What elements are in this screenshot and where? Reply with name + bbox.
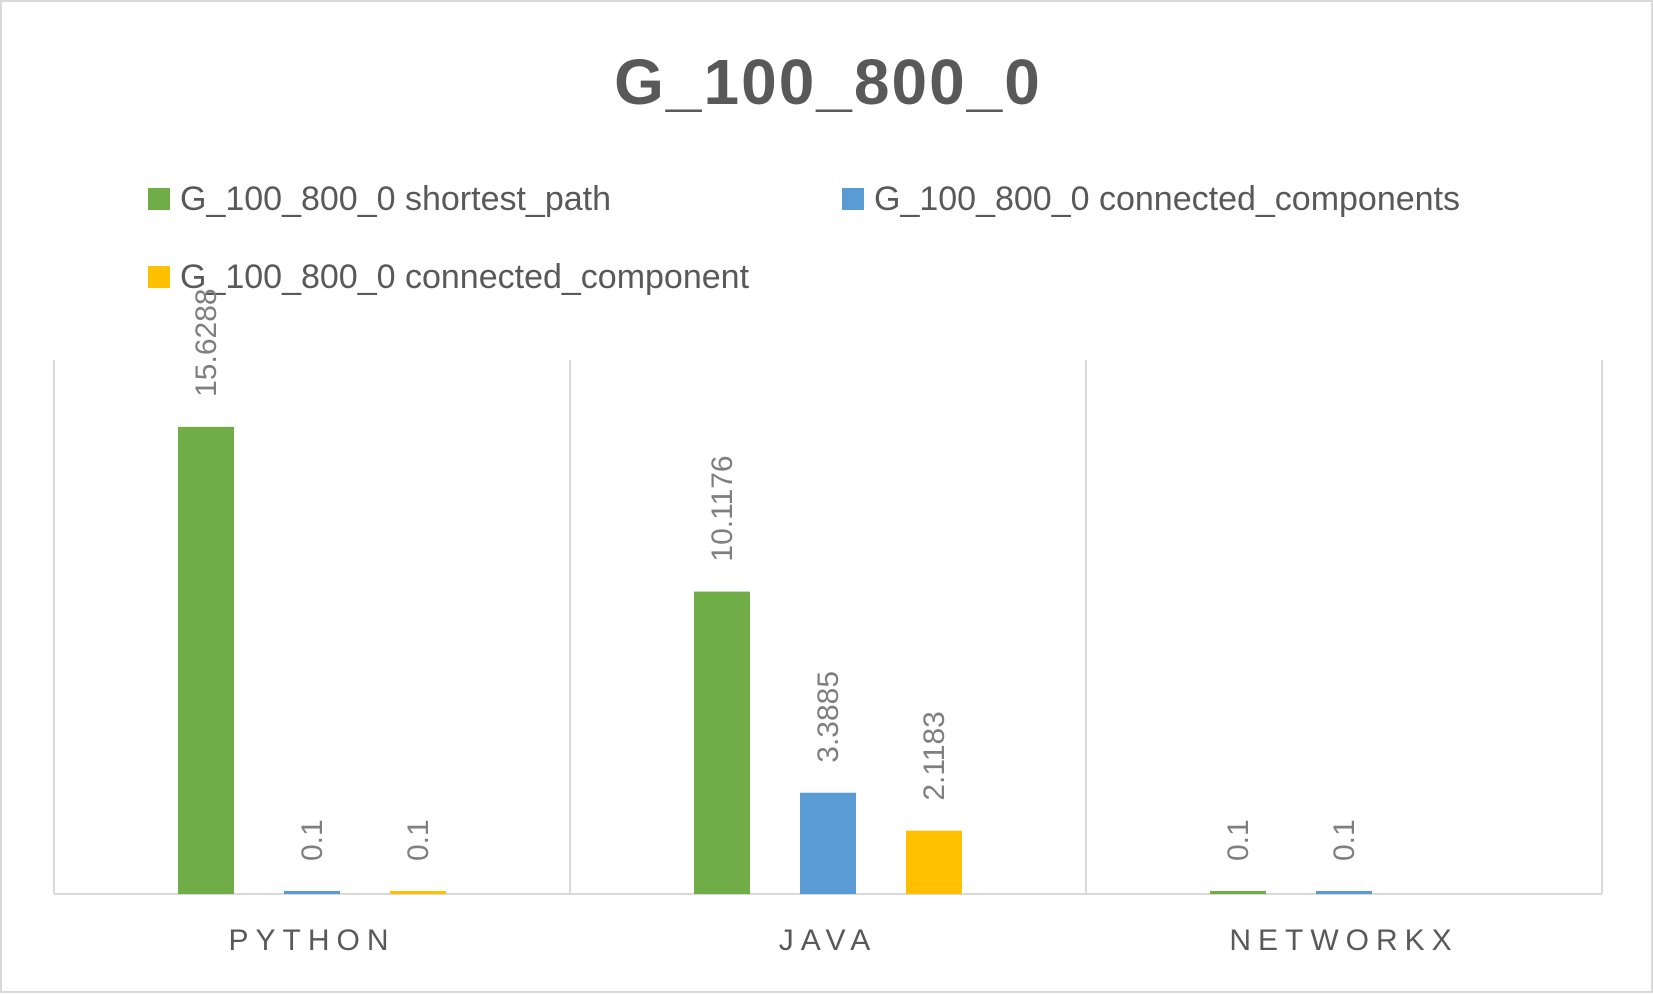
- data-label-python-g-100-800-0-connected-component: 0.1: [402, 819, 435, 861]
- data-label-java-g-100-800-0-connected-components: 3.3885: [812, 671, 845, 763]
- data-label-java-g-100-800-0-connected-component: 2.1183: [918, 711, 951, 801]
- category-label-java: JAVA: [779, 924, 878, 957]
- legend-label-shortest-path: G_100_800_0 shortest_path: [180, 180, 611, 218]
- legend-item-shortest-path: G_100_800_0 shortest_path: [148, 180, 611, 218]
- bar-python-g-100-800-0-connected-component: [390, 891, 446, 894]
- legend-label-connected-component: G_100_800_0 connected_component: [180, 258, 750, 296]
- bar-networkx-g-100-800-0-shortest-path: [1210, 891, 1266, 894]
- legend-label-connected-components: G_100_800_0 connected_components: [874, 180, 1460, 218]
- legend-item-connected-component: G_100_800_0 connected_component: [148, 258, 750, 296]
- legend: G_100_800_0 shortest_path G_100_800_0 co…: [148, 180, 1460, 296]
- bar-python-g-100-800-0-connected-components: [284, 891, 340, 894]
- bar-java-g-100-800-0-connected-components: [800, 792, 856, 894]
- legend-swatch-connected-components: [842, 188, 864, 210]
- bar-python-g-100-800-0-shortest-path: [178, 426, 234, 894]
- legend-swatch-connected-component: [148, 266, 170, 288]
- bar-java-g-100-800-0-shortest-path: [694, 591, 750, 894]
- bar-networkx-g-100-800-0-connected-components: [1316, 891, 1372, 894]
- category-label-python: PYTHON: [228, 924, 395, 957]
- data-label-python-g-100-800-0-connected-components: 0.1: [296, 819, 329, 861]
- legend-swatch-shortest-path: [148, 188, 170, 210]
- data-label-networkx-g-100-800-0-shortest-path: 0.1: [1222, 819, 1255, 861]
- chart-title: G_100_800_0: [614, 46, 1042, 118]
- data-label-java-g-100-800-0-shortest-path: 10.1176: [706, 455, 739, 561]
- data-label-python-g-100-800-0-shortest-path: 15.6288: [190, 288, 223, 396]
- bar-java-g-100-800-0-connected-component: [906, 830, 962, 894]
- legend-item-connected-components: G_100_800_0 connected_components: [842, 180, 1460, 218]
- data-label-networkx-g-100-800-0-connected-components: 0.1: [1328, 819, 1361, 861]
- category-label-networkx: NETWORKX: [1229, 924, 1458, 957]
